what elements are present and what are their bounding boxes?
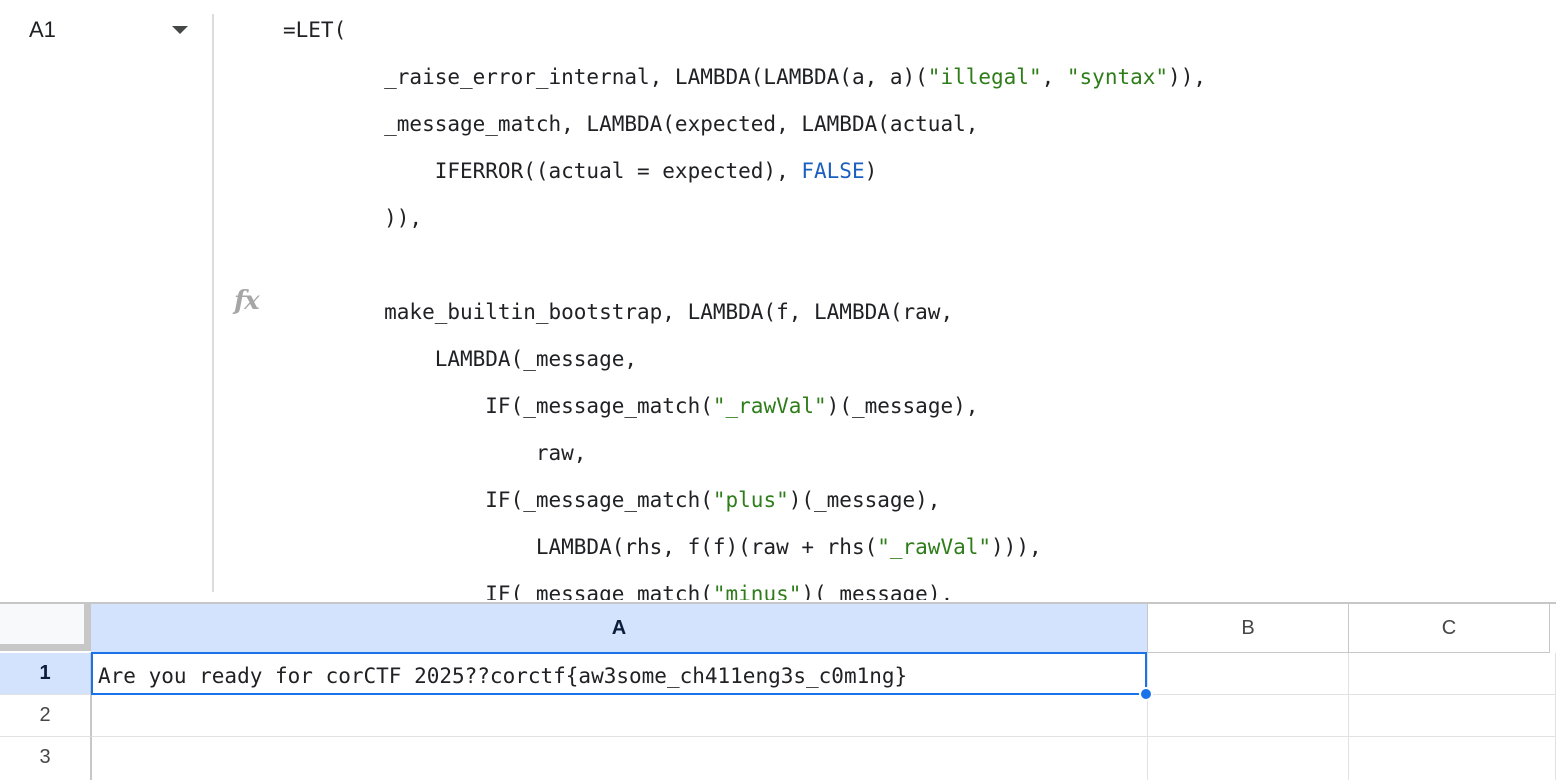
code-token: )),	[1168, 65, 1206, 89]
string-token: "syntax"	[1066, 65, 1169, 89]
cell-b3[interactable]	[1148, 737, 1349, 780]
string-token: "_rawVal"	[877, 535, 992, 559]
code-token: _raise_error_internal, LAMBDA(LAMBDA(a, …	[283, 65, 928, 89]
formula-line: _message_match, LAMBDA(expected, LAMBDA(…	[283, 104, 978, 144]
formula-bar-divider	[212, 14, 214, 592]
code-token: =LET(	[283, 18, 347, 42]
code-token: ,	[1041, 65, 1067, 89]
formula-line: IFERROR((actual = expected), FALSE)	[283, 151, 878, 191]
cell-a3[interactable]	[92, 737, 1148, 780]
string-token: "illegal"	[927, 65, 1042, 89]
name-box-value[interactable]: A1	[29, 17, 56, 42]
formula-line: make_builtin_bootstrap, LAMBDA(f, LAMBDA…	[283, 292, 953, 332]
chevron-down-icon[interactable]	[172, 26, 188, 34]
formula-line: raw,	[283, 433, 587, 473]
code-token: IFERROR((actual = expected),	[283, 159, 802, 183]
code-token: )	[864, 159, 878, 183]
column-header-b[interactable]: B	[1148, 604, 1349, 653]
fx-icon: fx	[234, 286, 260, 316]
code-token: LAMBDA(_message,	[283, 347, 638, 371]
code-token: _message_match, LAMBDA(expected, LAMBDA(…	[283, 112, 979, 136]
string-token: "minus"	[712, 582, 802, 600]
string-token: "plus"	[712, 488, 789, 512]
formula-line: IF(_message_match("minus")(_message),	[283, 574, 953, 600]
formula-line: IF(_message_match("plus")(_message),	[283, 480, 940, 520]
boolean-token: FALSE	[801, 159, 865, 183]
code-token: IF(_message_match(	[283, 394, 713, 418]
code-token: ))),	[991, 535, 1042, 559]
fill-handle[interactable]	[1139, 687, 1153, 701]
formula-line: IF(_message_match("_rawVal")(_message),	[283, 386, 978, 426]
row-header-3[interactable]: 3	[0, 737, 92, 780]
code-token: make_builtin_bootstrap, LAMBDA(f, LAMBDA…	[283, 300, 954, 324]
formula-line: LAMBDA(_message,	[283, 339, 637, 379]
name-box[interactable]: A1	[0, 0, 212, 60]
code-token: )(_message),	[826, 394, 979, 418]
code-token: IF(_message_match(	[283, 488, 713, 512]
code-token: )),	[283, 206, 423, 230]
spreadsheet-grid[interactable]: A B C 1 2 3 Are you ready for corCTF 202…	[0, 602, 1556, 780]
formula-editor[interactable]: =LET( _raise_error_internal, LAMBDA(LAMB…	[283, 0, 1543, 600]
formula-line: )),	[283, 198, 422, 238]
column-header-c[interactable]: C	[1349, 604, 1550, 653]
code-token: LAMBDA(rhs, f(f)(raw + rhs(	[283, 535, 878, 559]
code-token: raw,	[283, 441, 587, 465]
row-header-2[interactable]: 2	[0, 695, 92, 737]
cell-b1[interactable]	[1148, 653, 1349, 695]
cell-c1[interactable]	[1349, 653, 1556, 695]
formula-line: LAMBDA(rhs, f(f)(raw + rhs("_rawVal"))),	[283, 527, 1042, 567]
cell-b2[interactable]	[1148, 695, 1349, 737]
column-header-a[interactable]: A	[91, 604, 1148, 653]
cell-a1-value: Are you ready for corCTF 2025??corctf{aw…	[98, 664, 908, 688]
code-token: )(_message),	[788, 488, 941, 512]
code-token: IF(_message_match(	[283, 582, 713, 600]
code-token: )(_message),	[801, 582, 954, 600]
cell-a2[interactable]	[92, 695, 1148, 737]
cell-c2[interactable]	[1349, 695, 1556, 737]
cell-a1[interactable]	[92, 653, 1148, 695]
formula-line: =LET(	[283, 10, 346, 50]
cell-c3[interactable]	[1349, 737, 1556, 780]
string-token: "_rawVal"	[712, 394, 827, 418]
select-all-corner[interactable]	[0, 604, 91, 651]
formula-line: _raise_error_internal, LAMBDA(LAMBDA(a, …	[283, 57, 1206, 97]
row-header-1[interactable]: 1	[0, 653, 92, 695]
